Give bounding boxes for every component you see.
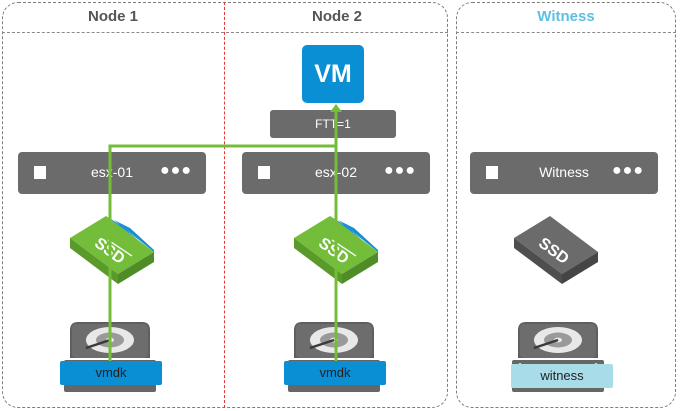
more-dots-icon: ●●● — [612, 162, 644, 179]
vm-icon[interactable]: VM — [302, 45, 364, 103]
ftt-policy-label: FTT=1 — [270, 110, 396, 138]
server-icon — [34, 166, 46, 179]
server-icon — [486, 166, 498, 179]
node-1-title: Node 1 — [87, 8, 138, 25]
server-icon — [258, 166, 270, 179]
vmdk-tag-node-1[interactable]: vmdk — [60, 361, 162, 385]
vmdk-tag-node-2[interactable]: vmdk — [284, 361, 386, 385]
ssd-icon-node-2: SSD — [293, 215, 379, 285]
witness-tag[interactable]: witness — [511, 364, 613, 388]
witness-title: Witness — [537, 8, 595, 25]
host-witness[interactable]: Witness ●●● — [470, 152, 658, 194]
node-separator — [224, 2, 225, 408]
arrow-up-icon — [330, 104, 342, 112]
nodes-header-divider — [2, 32, 448, 33]
nodes-fault-domain-frame — [2, 2, 448, 408]
node-2-title: Node 2 — [311, 8, 362, 25]
host-label: esx-01 — [90, 164, 134, 180]
ssd-icon-node-1: SSD — [69, 215, 155, 285]
more-dots-icon: ●●● — [384, 162, 416, 179]
witness-fault-domain-frame — [456, 2, 676, 408]
more-dots-icon: ●●● — [160, 162, 192, 179]
witness-header-divider — [456, 32, 676, 33]
host-esx-01[interactable]: esx-01 ●●● — [18, 152, 206, 194]
replication-paths — [108, 112, 338, 370]
ssd-icon-witness: SSD — [514, 216, 598, 284]
host-label: Witness — [539, 164, 589, 180]
